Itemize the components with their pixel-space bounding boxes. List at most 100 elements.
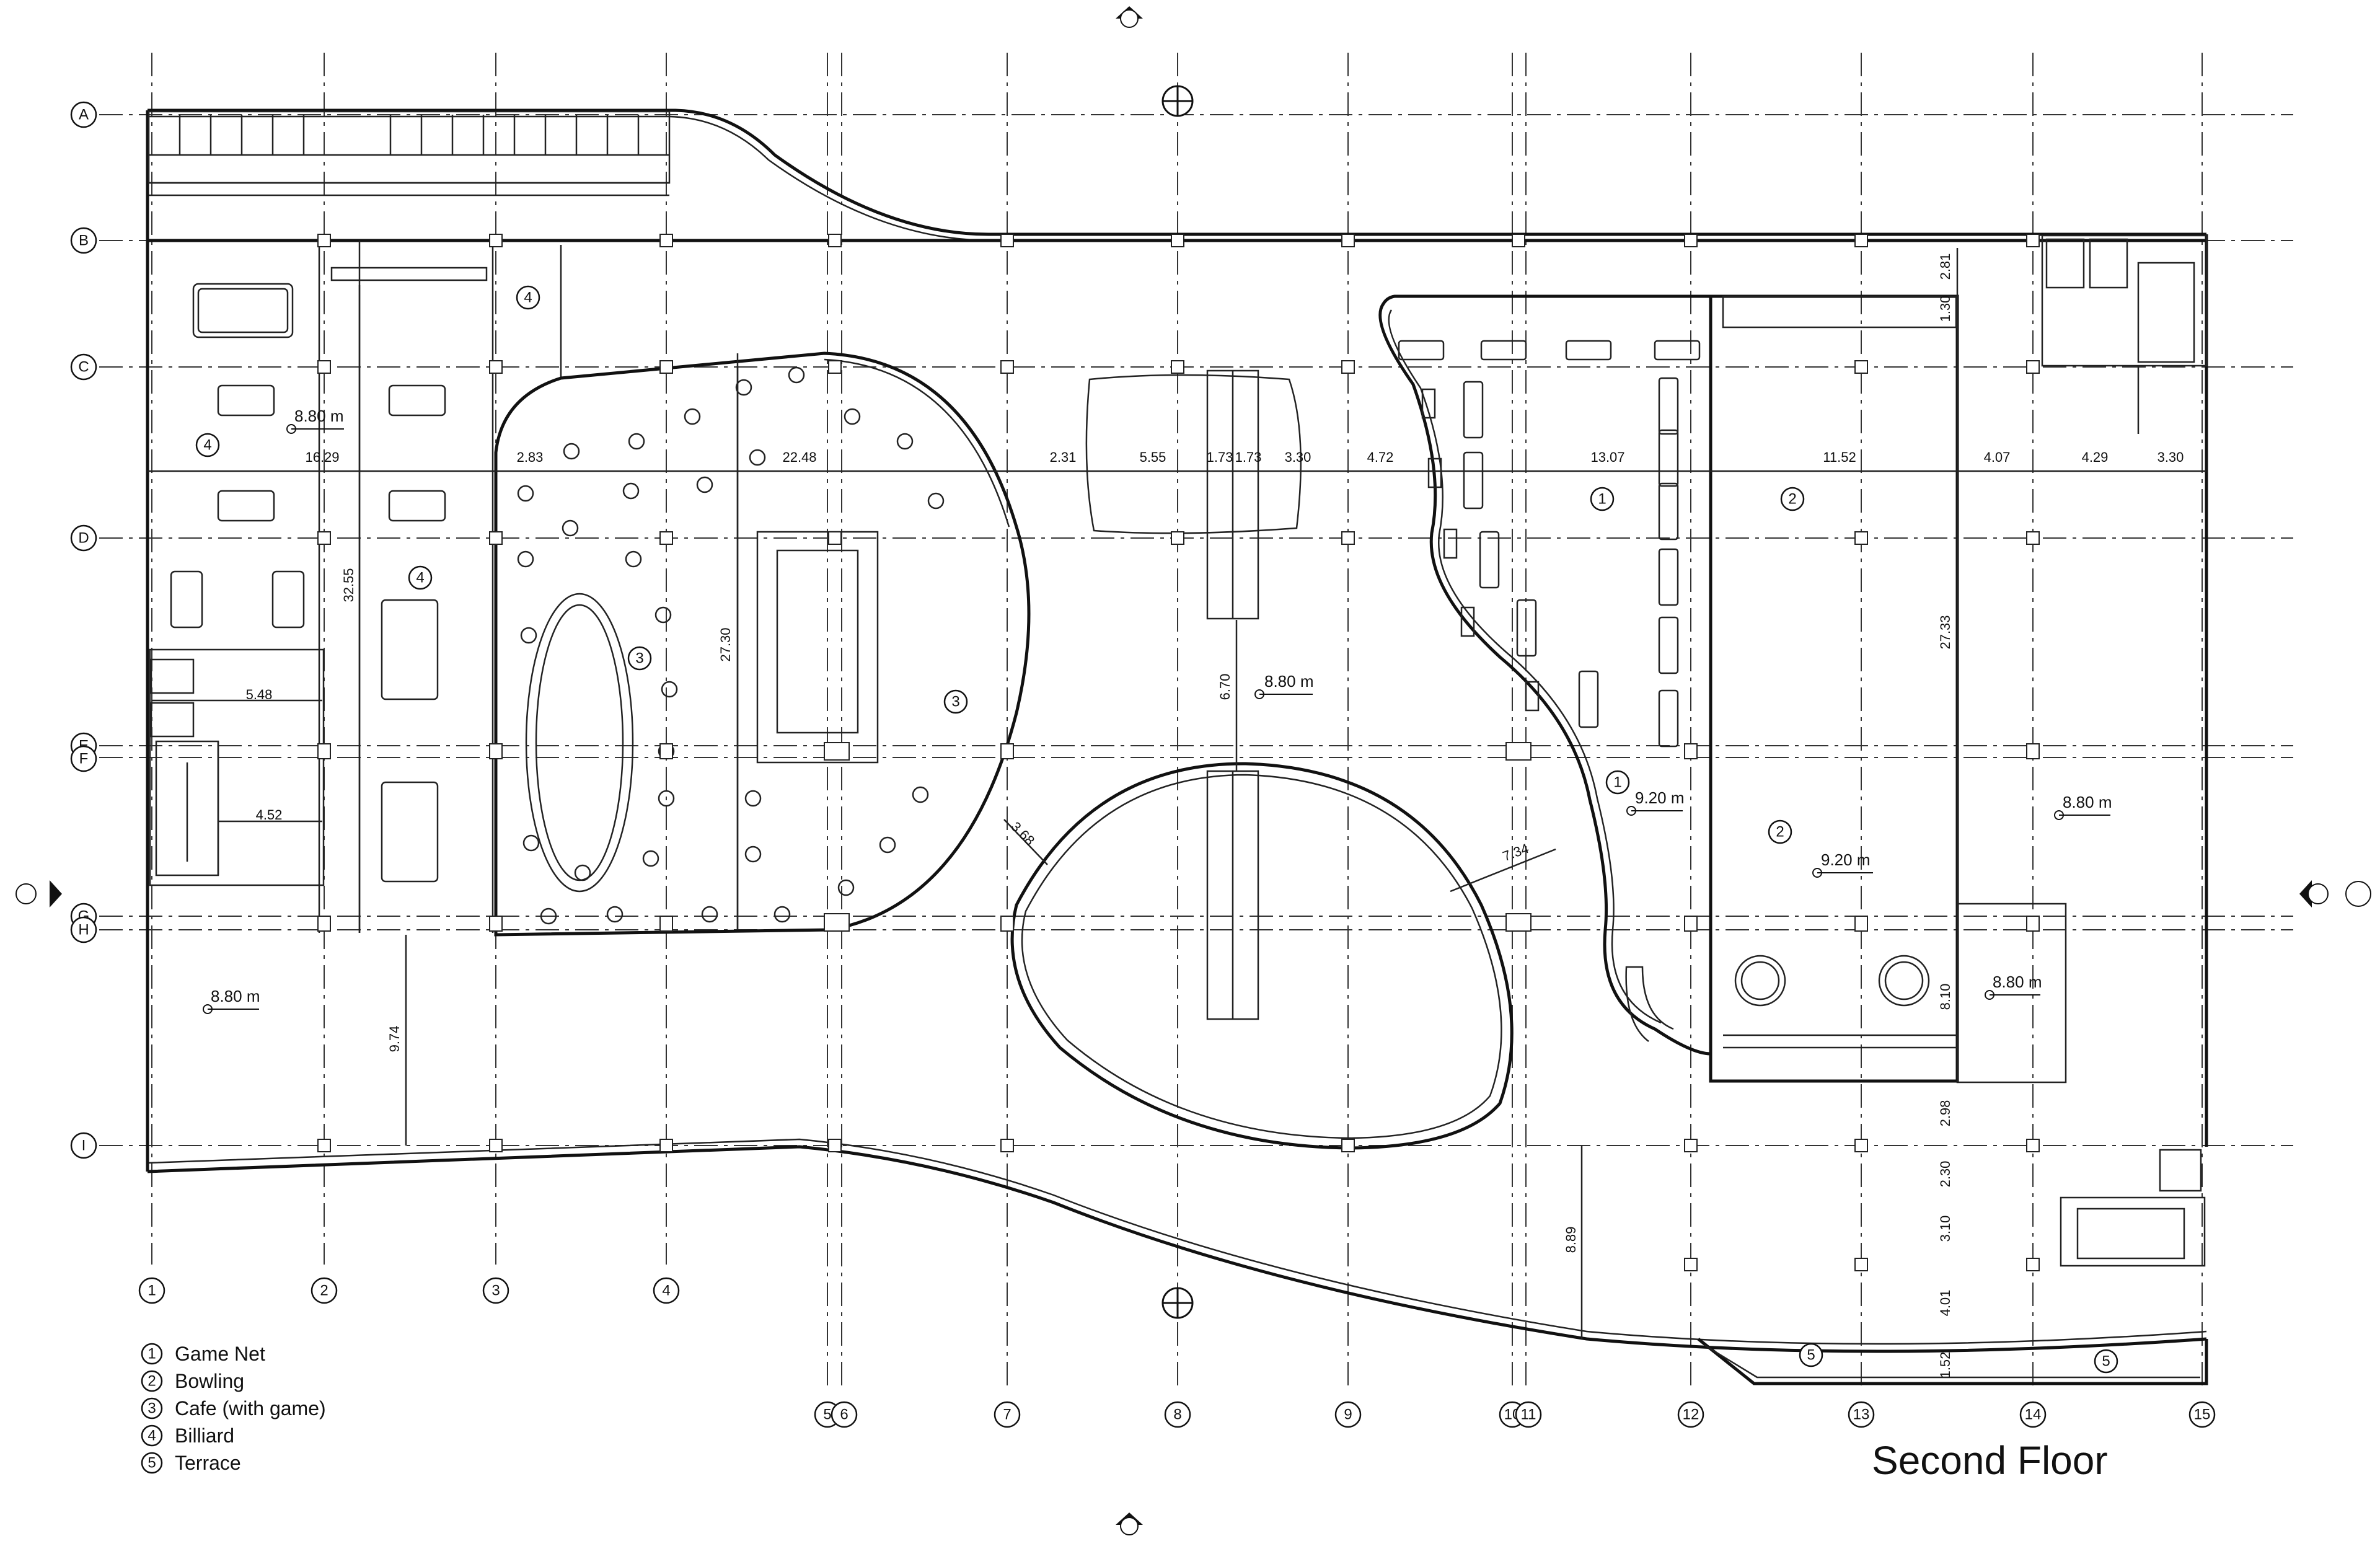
svg-text:8: 8 (1173, 1406, 1181, 1423)
svg-text:5: 5 (2102, 1353, 2110, 1370)
svg-text:3: 3 (635, 650, 643, 667)
level-marker-7: 8.80 m (1985, 973, 2042, 1000)
zone-bubble-terrace-2: 5 (2094, 1349, 2118, 1374)
svg-text:6: 6 (840, 1406, 848, 1423)
svg-text:4: 4 (203, 437, 211, 454)
row-bubble-f: F (70, 745, 97, 772)
row-bubble-b: B (70, 227, 97, 254)
svg-text:4: 4 (524, 289, 532, 306)
dim-6-70: 6.70 (1217, 674, 1233, 700)
dim-top-8: 3.30 (1285, 449, 1311, 465)
level-marker-1: 8.80 m (286, 407, 344, 434)
dim-top-3: 22.48 (782, 449, 816, 465)
central-void (1010, 369, 1514, 1150)
dim-8-89: 8.89 (1563, 1227, 1579, 1253)
game-net-area (1378, 294, 1712, 1056)
level-marker-2: 8.80 m (1254, 672, 1314, 699)
col-bubble-3: 3 (482, 1277, 509, 1304)
cafe-tables (517, 366, 945, 925)
dim-27-33: 27.33 (1937, 615, 1953, 649)
svg-text:H: H (78, 922, 89, 938)
dim-3-68: 3.68 (1008, 819, 1038, 849)
svg-text:5: 5 (823, 1406, 831, 1423)
col-bubble-6: 6 (831, 1401, 858, 1428)
legend: 1 Game Net 2 Bowling 3 Cafe (with game) … (141, 1343, 326, 1474)
svg-text:5: 5 (1807, 1347, 1815, 1364)
col-bubble-12: 12 (1677, 1401, 1704, 1428)
zone-bubble-cafe-2: 3 (943, 689, 968, 714)
row-bubble-a: A (70, 101, 97, 128)
row-bubble-d: D (70, 524, 97, 552)
svg-text:F: F (79, 751, 89, 767)
svg-text:4: 4 (662, 1283, 670, 1299)
bowling-area (1709, 294, 2067, 1084)
row-bubble-i: I (70, 1132, 97, 1159)
svg-text:8.80 m: 8.80 m (2063, 793, 2112, 811)
col-bubble-15: 15 (2188, 1401, 2216, 1428)
svg-text:9.20 m: 9.20 m (1821, 850, 1871, 869)
col-bubble-4: 4 (653, 1277, 680, 1304)
legend-item-terrace: 5 Terrace (141, 1452, 241, 1474)
dim-top-1: 16.29 (305, 449, 339, 465)
dim-4-01: 4.01 (1937, 1290, 1953, 1317)
level-marker-4: 9.20 m (1626, 788, 1685, 816)
svg-text:2: 2 (148, 1373, 156, 1390)
svg-text:D: D (78, 530, 89, 547)
svg-text:8.80 m: 8.80 m (1993, 973, 2042, 991)
dim-top-2: 2.83 (517, 449, 544, 465)
svg-text:Game Net: Game Net (175, 1343, 265, 1365)
svg-text:C: C (78, 359, 89, 376)
col-bubble-11: 11 (1515, 1401, 1542, 1428)
toilet-stalls (149, 115, 669, 156)
bowling-tables (1734, 955, 1930, 1007)
dim-top-7: 1.73 (1235, 449, 1262, 465)
col-bubble-9: 9 (1334, 1401, 1362, 1428)
svg-text:5: 5 (148, 1455, 156, 1472)
svg-text:8.80 m: 8.80 m (211, 987, 260, 1005)
svg-text:14: 14 (2025, 1406, 2042, 1423)
row-bubble-h: H (70, 916, 97, 943)
col-bubble-13: 13 (1848, 1401, 1875, 1428)
svg-text:1: 1 (1613, 774, 1621, 791)
zone-bubble-bowling-1: 2 (1780, 487, 1805, 511)
north-marker-bottom (1161, 1287, 1194, 1319)
legend-item-cafe: 3 Cafe (with game) (141, 1397, 326, 1420)
svg-text:8.80 m: 8.80 m (294, 407, 344, 425)
svg-text:9.20 m: 9.20 m (1635, 788, 1685, 807)
dim-2-81: 2.81 (1937, 254, 1953, 280)
dim-5-48: 5.48 (246, 687, 273, 702)
level-markers: 8.80 m 8.80 m 8.80 m 9.20 m 9.20 m 8.80 … (203, 407, 2112, 1014)
level-marker-6: 8.80 m (2054, 793, 2112, 820)
col-bubble-7: 7 (994, 1401, 1021, 1428)
svg-text:3: 3 (951, 694, 959, 710)
dim-top-11: 11.52 (1823, 449, 1856, 465)
svg-text:1: 1 (1598, 491, 1606, 508)
col-bubble-8: 8 (1164, 1401, 1191, 1428)
zone-number-bubbles: 4 4 4 3 3 1 1 2 2 5 5 (195, 285, 2118, 1374)
level-marker-3: 8.80 m (203, 987, 260, 1014)
dim-1-30: 1.30 (1937, 296, 1953, 322)
col-bubble-14: 14 (2019, 1401, 2047, 1428)
svg-text:Billiard: Billiard (175, 1424, 234, 1447)
dim-1-52: 1.52 (1937, 1352, 1953, 1379)
svg-text:12: 12 (1683, 1406, 1699, 1423)
legend-item-billiard: 4 Billiard (141, 1424, 234, 1447)
zone-bubble-billiard-2: 4 (195, 433, 220, 457)
other-dimension-labels: 5.48 4.52 32.55 27.30 9.74 3.68 6.70 7.3… (246, 254, 1953, 1379)
zone-bubble-game-net-1: 1 (1590, 487, 1615, 511)
svg-text:11: 11 (1521, 1406, 1536, 1423)
svg-text:4: 4 (148, 1428, 156, 1444)
game-net-desks (1398, 340, 1701, 748)
section-markers (15, 6, 2371, 1535)
section-marker-right (2299, 880, 2371, 907)
zone-bubble-cafe-1: 3 (627, 646, 652, 671)
svg-text:B: B (79, 232, 89, 249)
svg-text:2: 2 (1788, 491, 1796, 508)
svg-text:Bowling: Bowling (175, 1370, 244, 1392)
zone-bubble-billiard-3: 4 (408, 565, 433, 590)
drawing-title: Second Floor (1872, 1438, 2108, 1483)
section-marker-top (1116, 6, 1143, 28)
dim-32-55: 32.55 (341, 568, 356, 602)
dim-top-5: 5.55 (1140, 449, 1166, 465)
